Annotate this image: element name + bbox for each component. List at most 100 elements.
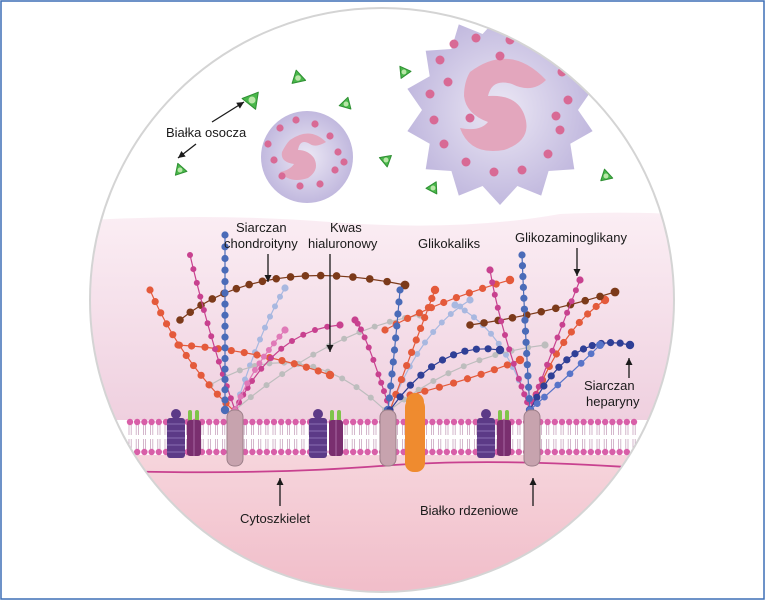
heparan-chain-bead [521,327,530,335]
heparan-chain-bead [533,400,541,407]
lipid-head [580,448,587,456]
gag-chain-bead [498,318,505,325]
granule [495,51,505,61]
lipid-head [616,448,623,456]
hyaluronic-chain-bead [341,335,348,342]
gag-chain-bead [281,326,289,334]
gag-chain-bead [336,321,344,329]
lipid-head [515,418,522,426]
granule [443,77,453,87]
hyaluronic-chain-bead [457,303,464,310]
gag-chain-bead [510,360,517,367]
chondroitin-chain-bead [240,349,248,357]
hyaluronic-chain-bead [503,351,509,358]
hyaluronic-chain-bead [267,313,273,320]
chondroitin-chain-bead [421,314,429,322]
hyaluronic-chain-bead [386,318,393,325]
lipid-head [213,418,220,426]
hyaluronic-chain-bead [471,314,477,321]
gag-chain-bead [564,309,571,316]
lipid-head [443,448,450,456]
lipid-head [371,418,378,426]
lipid-head [515,448,522,456]
plasma-protein-highlight [248,96,256,104]
heparan-chain-bead [221,254,229,263]
hyaluronic-chain-bead [430,378,437,385]
hyaluronic-chain-bead [422,339,428,346]
integrin-head [313,409,323,419]
gag-chain-bead [370,356,377,363]
chondroitin-chain-bead [417,324,425,332]
brown-chain-bead [349,273,357,281]
granule [563,95,573,105]
gag-chain-bead [258,365,265,372]
arrow-gag-head [573,269,581,276]
integrin-head [481,409,491,419]
heparan-chain-bead [518,262,527,270]
granule [264,140,272,148]
lipid-head [580,418,587,426]
chondroitin-chain-bead [592,302,600,311]
glycan-chains [146,231,635,417]
hyaluronic-chain-bead [430,329,437,335]
hyaluronic-chain-bead [257,336,263,343]
lipid-head [458,448,465,456]
chondroitin-chain-bead [463,375,472,383]
heparan-chain-bead [221,396,229,404]
brown-chain-bead [232,284,241,293]
chondroitin-chain-bead [290,360,298,368]
chondroitin-chain-bead [157,309,165,317]
gag-chain-bead [197,293,204,300]
heparan-chain-bead [394,310,402,318]
lipid-head [342,448,350,456]
chondroitin-chain-bead [174,341,182,349]
chondroitin-chain-bead [560,338,568,347]
gag-chain-bead [208,333,215,340]
hyaluronic-chain-bead [367,394,374,401]
brown-chain-bead [272,274,281,283]
arrow-hyaluronic-head [326,345,334,352]
integrin-head [171,409,181,419]
hyaluronic-chain-bead [414,351,421,357]
gag-chain-bead [256,360,263,367]
gag-chain-bead [572,287,579,294]
heparan-chain-bead [541,393,548,401]
granule [543,149,553,159]
gag-chain-bead [351,316,359,324]
lipid-head [220,418,227,426]
integrin-green [337,410,341,422]
heparan-chain-bead [461,347,469,355]
lipid-head [285,448,292,456]
chondroitin-chain-bead [479,284,487,292]
heparan-chain-bead [571,350,579,358]
lipid-head [594,448,602,456]
granule [551,111,561,121]
gag-chain-bead [489,279,496,286]
lipid-head [220,448,227,456]
granule [471,33,481,43]
heparan-chain-bead [221,266,229,274]
brown-chain-bead [581,296,589,305]
heparan-chain-bead [566,370,574,378]
gag-chain-bead [190,266,197,273]
plasma-protein-highlight [383,157,389,163]
chondroitin-chain-bead [584,310,592,318]
gag-chain-bead [260,353,267,360]
heparan-chain-bead [577,359,585,367]
label-chondroitin-1: Siarczan [236,220,287,235]
heparan-chain-bead [221,344,229,352]
integrin-green [330,410,334,422]
hyaluronic-chain-bead [466,296,474,304]
brown-chain-bead [332,272,341,280]
plasma-proteins [174,45,614,195]
granule [340,158,348,166]
chondroitin-chain-bead [440,298,448,307]
chondroitin-chain-bead [253,351,261,359]
core-protein [226,409,244,467]
gag-chain-bead [276,333,283,340]
hyaluronic-chain-bead [460,363,467,370]
label-hyaluronic-2: hialuronowy [308,236,378,251]
gag-chain-bead [200,307,207,313]
core-protein [379,409,397,467]
